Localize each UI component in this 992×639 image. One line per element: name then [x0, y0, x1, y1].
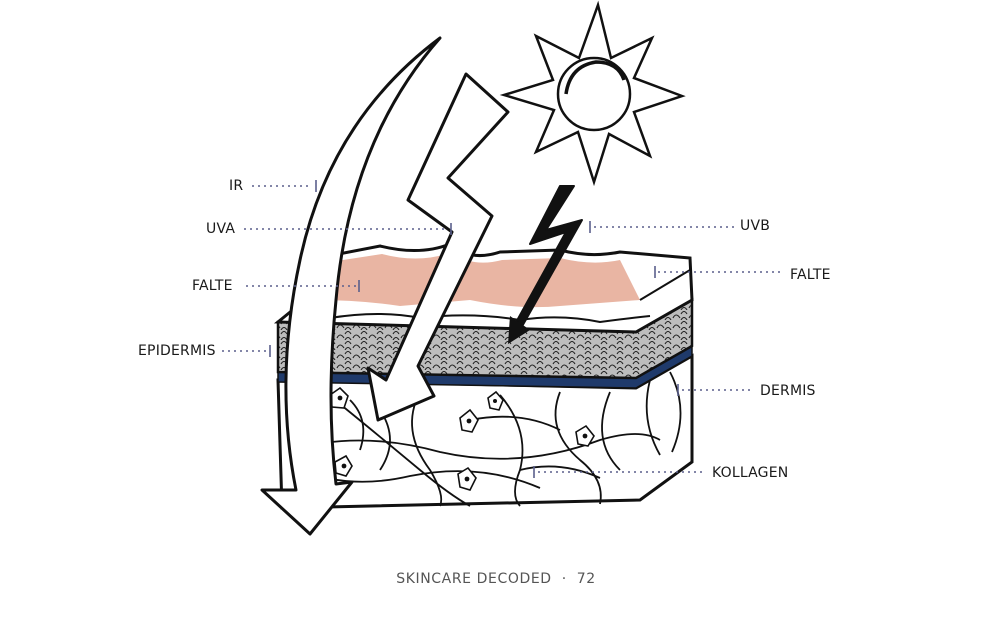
footer-separator: · — [561, 571, 567, 587]
label-uvb: UVB — [740, 218, 771, 234]
uva-bolt-icon — [366, 72, 510, 422]
label-dermis: DERMIS — [760, 383, 816, 399]
leader-lines — [222, 180, 782, 478]
skin-surface — [273, 242, 694, 334]
ir-arrow-icon — [260, 36, 442, 536]
sun-icon — [499, 0, 686, 187]
page-footer: SKINCARE DECODED · 72 — [0, 571, 992, 587]
label-falte-left: FALTE — [192, 278, 233, 294]
uvb-bolt-icon — [508, 185, 583, 344]
label-falte-right: FALTE — [790, 267, 831, 283]
label-uva: UVA — [206, 221, 236, 237]
label-ir: IR — [229, 178, 244, 194]
label-kollagen: KOLLAGEN — [712, 465, 789, 481]
label-epidermis: EPIDERMIS — [138, 343, 216, 359]
footer-title: SKINCARE DECODED — [396, 571, 552, 587]
page-number: 72 — [576, 571, 596, 587]
